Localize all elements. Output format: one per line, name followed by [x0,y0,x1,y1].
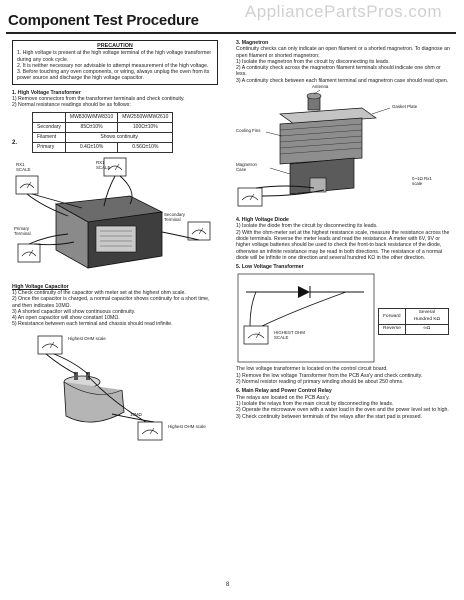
table-row: Primary 0.4Ω±10% 0.56Ω±10% [32,141,174,153]
hv-capacitor-step: 3) A shorted capacitor will show continu… [12,308,136,315]
table-cell: MW2550W/MW2610 [117,111,174,123]
hv-transformer-step: 1) Remove connectors from the transforme… [12,96,185,103]
gasket-label: Gasket Plate [392,104,418,110]
ohmmeter-icon [137,421,163,441]
title-rule [6,32,456,34]
diode-figure: HIGHEST OHM SCALE Forward Several Hundre… [236,270,452,366]
scale-label: 0~1Ω Rx1 scale [412,176,432,187]
highest-ohm-label: Highest OHM scale [68,335,106,341]
precaution-item: 2. It is neither necessary nor advisable… [17,62,209,69]
hv-diode-step: 1) Isolate the diode from the circuit by… [236,223,378,230]
table-cell: MW830W/MW8310 [64,111,119,123]
lv-transformer-step: 1) Remove the low voltage Transformer fr… [236,372,423,379]
table-cell: Secondary [32,121,66,133]
relay-heading: 6. Main Relay and Power Control Relay [236,388,332,395]
rx1-label: RX1 [16,161,25,167]
lv-transformer-heading: 5. Low Voltage Transformer [236,264,304,271]
rx1-label: RX1 [96,159,105,165]
hv-transformer-step: 2) Normal resistance readings should be … [12,102,131,109]
relay-step: 2) Operate the microwave oven with a wat… [236,407,449,414]
hv-capacitor-step: 5) Resistance between each terminal and … [12,321,173,328]
magnetron-case-label: Magnetron Case [236,162,257,173]
table-row: Reverse ∞Ω [378,324,449,336]
scale-label: SCALE [16,166,31,172]
hv-transformer-heading: 1. High Voltage Transformer [12,89,81,96]
table-cell: 85Ω±10% [64,121,119,133]
table-cell: Filament [32,131,66,143]
magnetron-intro: Continuity checks can only indicate an o… [236,46,450,59]
watermark: AppliancePartsPros.com [244,2,442,21]
ohmmeter-icon [17,243,41,263]
table-cell: Reverse [378,324,406,336]
table-cell: Forward [378,308,406,326]
page-number: 8 [226,582,230,588]
magnetron-step: 2) A continuity check across the magnetr… [236,65,441,78]
table-cell: ∞Ω [404,324,449,336]
step-marker: 2. [12,139,18,146]
ohmmeter-icon [237,187,263,207]
antenna-label: Antenna [312,84,329,90]
hv-diode-step: 2) With the ohm-meter set at the highest… [236,229,450,261]
diode-result-table: Forward Several Hundred KΩ Reverse ∞Ω [378,308,449,336]
magnetron-heading: 3. Magnetron [236,40,269,46]
table-cell: 0.4Ω±10% [64,141,119,153]
diode-symbol [298,286,310,299]
diode-illustration [237,274,375,363]
magnetron-step: 3) A continuity check between each filam… [236,77,449,84]
resistance-table: MW830W/MW8310 MW2550W/MW2610 Secondary 8… [32,111,174,153]
hv-diode-heading: 4. High Voltage Diode [236,217,289,224]
precaution-item: 1. High voltage is present at the high v… [17,50,212,63]
table-cell: 100Ω±10% [117,121,174,133]
table-cell: 0.56Ω±10% [117,141,174,153]
precaution-title: PRECAUTION [97,43,133,49]
table-cell: Shows continuity [64,131,174,143]
table-cell [32,111,66,123]
left-column: PRECAUTION 1. High voltage is present at… [12,40,218,458]
cooling-fins-label: Cooling Fins [236,128,261,134]
hv-capacitor-heading: High Voltage Capacitor [12,283,69,290]
lv-transformer-step: 2) Normal resistor reading of primary wi… [236,379,404,386]
magnetron-illustration [237,89,391,207]
table-row: Filament Shows continuity [32,131,174,143]
relay-intro: The relays are located on the PCB Ass'y. [236,394,330,401]
table-cell: Primary [32,141,66,153]
table-row: MW830W/MW8310 MW2550W/MW2610 [32,111,174,123]
magnetron-figure: Antenna Gasket Plate Cooling Fins Magnet… [236,84,452,214]
scale-label: SCALE [96,164,111,170]
lv-transformer-intro: The low voltage transformer is located o… [236,366,388,373]
table-row: Forward Several Hundred KΩ [378,308,449,326]
capacitor-figure: Highest OHM scale 10MΩ Highest OHM scale [12,332,218,458]
ohmmeter-icon [15,175,39,195]
precaution-box: PRECAUTION 1. High voltage is present at… [12,40,218,85]
highest-ohm-label: HIGHEST OHM SCALE [274,330,305,341]
table-cell: Several Hundred KΩ [404,308,449,326]
ohmmeter-icon [243,326,269,345]
ohmmeter-icon [37,335,63,355]
megohm-label: 10MΩ [130,411,142,417]
relay-step: 1) Isolate the relays from the main circ… [236,400,394,407]
hv-capacitor-step: 2) Once the capacitor is charged, a norm… [12,296,210,309]
hv-capacitor-step: 1) Check continuity of the capacitor wit… [12,289,186,296]
page-title: Component Test Procedure [8,12,199,29]
transformer-figure: RX1 SCALE RX1 SCALE Secondary Terminal P… [12,156,218,280]
highest-ohm-label-2: Highest OHM scale [168,423,206,429]
ohmmeter-icon [187,221,211,241]
precaution-item: 3. Before touching any oven components, … [17,69,210,82]
transformer-illustration [15,157,211,269]
right-column: 3. Magnetron Continuity checks can only … [236,40,452,420]
table-row: Secondary 85Ω±10% 100Ω±10% [32,121,174,133]
primary-terminal-label: Primary Terminal [14,225,31,236]
secondary-terminal-label: Secondary Terminal [164,211,185,222]
magnetron-step: 1) Isolate the magnetron from the circui… [236,58,390,65]
capacitor-illustration [37,335,163,441]
hv-capacitor-step: 4) An open capacitor will show constant … [12,315,120,322]
relay-step: 3) Check continuity between terminals of… [236,413,422,420]
